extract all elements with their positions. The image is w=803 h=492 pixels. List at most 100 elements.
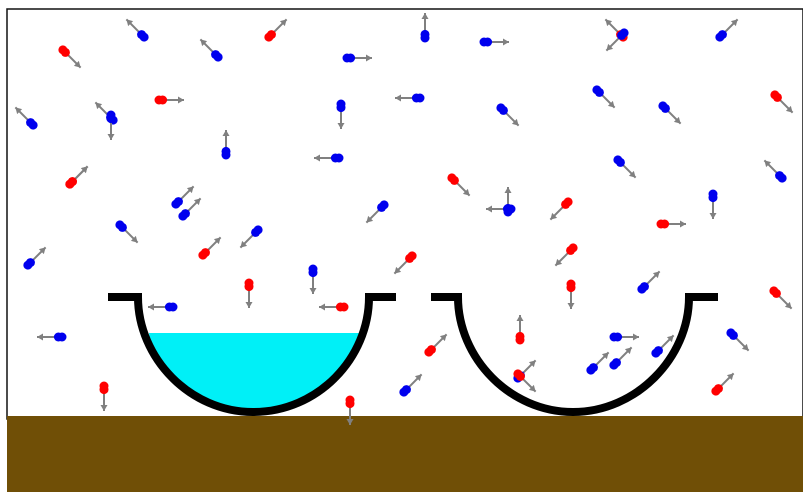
arrow-head-icon — [346, 419, 354, 425]
arrow-head-icon — [186, 186, 194, 194]
arrow-head-icon — [528, 384, 536, 392]
molecule-atom — [713, 384, 723, 394]
arrow-head-icon — [550, 212, 558, 220]
arrow-head-icon — [555, 258, 563, 266]
molecule-atom — [336, 103, 346, 113]
molecule-atom — [772, 92, 782, 102]
molecule — [711, 372, 735, 396]
molecule — [658, 101, 682, 125]
molecule — [424, 333, 448, 357]
molecule-atom — [420, 29, 430, 39]
molecule-atom — [106, 114, 116, 124]
molecule-atom — [617, 30, 627, 40]
molecule-atom — [653, 346, 663, 356]
molecule-atom — [502, 204, 512, 214]
molecule-atom — [180, 209, 190, 219]
molecule — [513, 369, 537, 393]
arrow-head-icon — [95, 102, 103, 110]
arrow-head-icon — [503, 38, 509, 46]
molecule-atom — [611, 358, 621, 368]
arrow-head-icon — [213, 237, 221, 245]
molecule — [708, 189, 718, 219]
molecule — [605, 28, 629, 52]
molecule — [198, 236, 222, 260]
molecule-atom — [164, 302, 174, 312]
molecule — [395, 93, 425, 103]
molecule-atom — [335, 302, 345, 312]
arrow-head-icon — [314, 154, 320, 162]
arrow-head-icon — [80, 166, 88, 174]
molecule — [586, 351, 610, 375]
arrow-head-icon — [73, 60, 81, 68]
simulation-frame — [6, 8, 803, 420]
arrow-head-icon — [607, 100, 615, 108]
molecule — [486, 204, 516, 214]
molecule-atom — [561, 199, 571, 209]
arrow-head-icon — [511, 118, 519, 126]
ground-label: ground — [10, 478, 45, 489]
molecule-atom — [449, 175, 459, 185]
molecule — [37, 332, 67, 342]
molecule — [496, 103, 520, 127]
arrow-head-icon — [240, 240, 248, 248]
arrow-head-icon — [726, 373, 734, 381]
molecule-atom — [99, 385, 109, 395]
molecule-atom — [615, 157, 625, 167]
arrow-head-icon — [605, 19, 613, 27]
molecule — [549, 197, 573, 221]
arrow-head-icon — [394, 266, 402, 274]
molecule — [106, 110, 116, 140]
molecule — [65, 165, 89, 189]
arrow-head-icon — [245, 302, 253, 308]
molecule-atom — [244, 282, 254, 292]
molecule — [115, 220, 139, 244]
molecule — [178, 197, 202, 221]
molecule — [393, 251, 417, 275]
molecule — [637, 270, 661, 294]
arrow-head-icon — [193, 198, 201, 206]
arrow-head-icon — [366, 54, 372, 62]
molecule-atom — [566, 245, 576, 255]
ground — [7, 416, 803, 492]
molecule — [14, 106, 38, 130]
molecule-atom — [173, 197, 183, 207]
arrow-head-icon — [462, 188, 470, 196]
arrow-head-icon — [337, 123, 345, 129]
molecule — [609, 332, 639, 342]
molecule-atom — [588, 363, 598, 373]
arrow-head-icon — [504, 187, 512, 193]
molecule — [420, 13, 430, 43]
molecule-atom — [137, 30, 147, 40]
molecule-atom — [717, 30, 727, 40]
molecule-layer — [14, 13, 794, 425]
molecule — [58, 45, 82, 69]
molecule-atom — [728, 330, 738, 340]
arrow-head-icon — [730, 19, 738, 27]
molecule-atom — [330, 153, 340, 163]
molecule-atom — [515, 371, 525, 381]
molecule-atom — [200, 248, 210, 258]
molecule — [726, 328, 750, 352]
arrow-head-icon — [126, 19, 134, 27]
molecule — [554, 243, 578, 267]
molecule-atom — [67, 177, 77, 187]
molecule — [609, 346, 633, 370]
arrow-head-icon — [652, 271, 660, 279]
left-bowl-outline — [108, 293, 396, 417]
molecule-atom — [221, 146, 231, 156]
arrow-head-icon — [309, 288, 317, 294]
arrow-head-icon — [37, 333, 43, 341]
arrow-head-icon — [366, 215, 374, 223]
arrow-head-icon — [395, 94, 401, 102]
molecule — [763, 159, 787, 183]
molecule — [221, 130, 231, 160]
molecule-atom — [345, 399, 355, 409]
molecule-atom — [308, 268, 318, 278]
molecule-atom — [25, 258, 35, 268]
molecule — [171, 185, 195, 209]
molecule-atom — [660, 219, 670, 229]
arrow-head-icon — [178, 96, 184, 104]
arrow-head-icon — [439, 334, 447, 342]
molecule-atom — [708, 193, 718, 203]
